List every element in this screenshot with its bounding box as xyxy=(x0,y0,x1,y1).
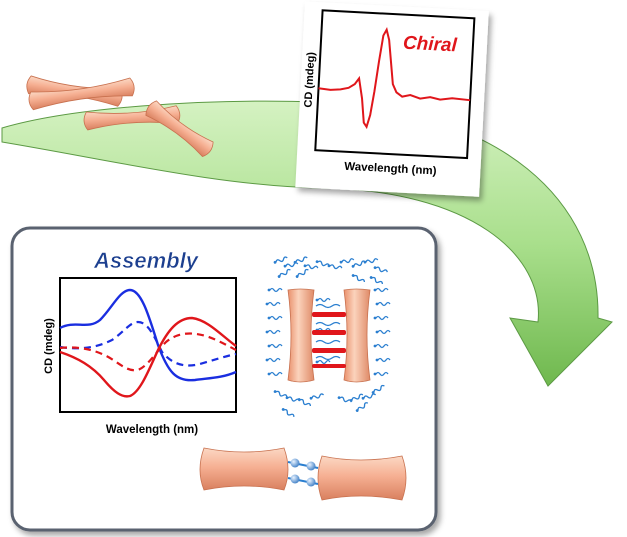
chiral-panel: Chiral CD (mdeg) Wavelength (nm) xyxy=(295,1,489,197)
assembly-blue-dashed-curve xyxy=(59,320,237,367)
chiral-ylabel: CD (mdeg) xyxy=(303,51,318,107)
horizontal-nanorod-left xyxy=(199,447,289,491)
nanorod-cluster xyxy=(26,75,214,158)
side-by-side-assembly xyxy=(264,255,391,419)
assembly-red-solid-curve xyxy=(59,316,237,398)
dna-linkers xyxy=(312,303,346,368)
assembly-panel: Assembly CD (mdeg) Wavelength (nm) xyxy=(10,226,438,532)
vertical-nanorod-left xyxy=(287,288,315,383)
assembly-red-dashed-curve xyxy=(59,332,237,372)
chiral-title: Chiral xyxy=(402,33,458,57)
chiral-cd-curve xyxy=(318,27,471,130)
chiral-xlabel: Wavelength (nm) xyxy=(344,161,437,178)
bead-linkers xyxy=(287,458,319,487)
chiral-panel-card xyxy=(295,1,489,197)
assembly-xlabel: Wavelength (nm) xyxy=(106,424,198,436)
chiral-plot-frame xyxy=(314,9,476,160)
assembly-blue-solid-curve xyxy=(59,288,237,382)
horizontal-nanorod-right xyxy=(317,455,407,501)
end-to-end-assembly xyxy=(199,447,407,501)
assembly-ylabel: CD (mdeg) xyxy=(43,318,55,374)
assembly-panel-card xyxy=(10,226,438,532)
assembly-title: Assembly xyxy=(93,248,200,273)
vertical-nanorod-right xyxy=(343,288,371,383)
